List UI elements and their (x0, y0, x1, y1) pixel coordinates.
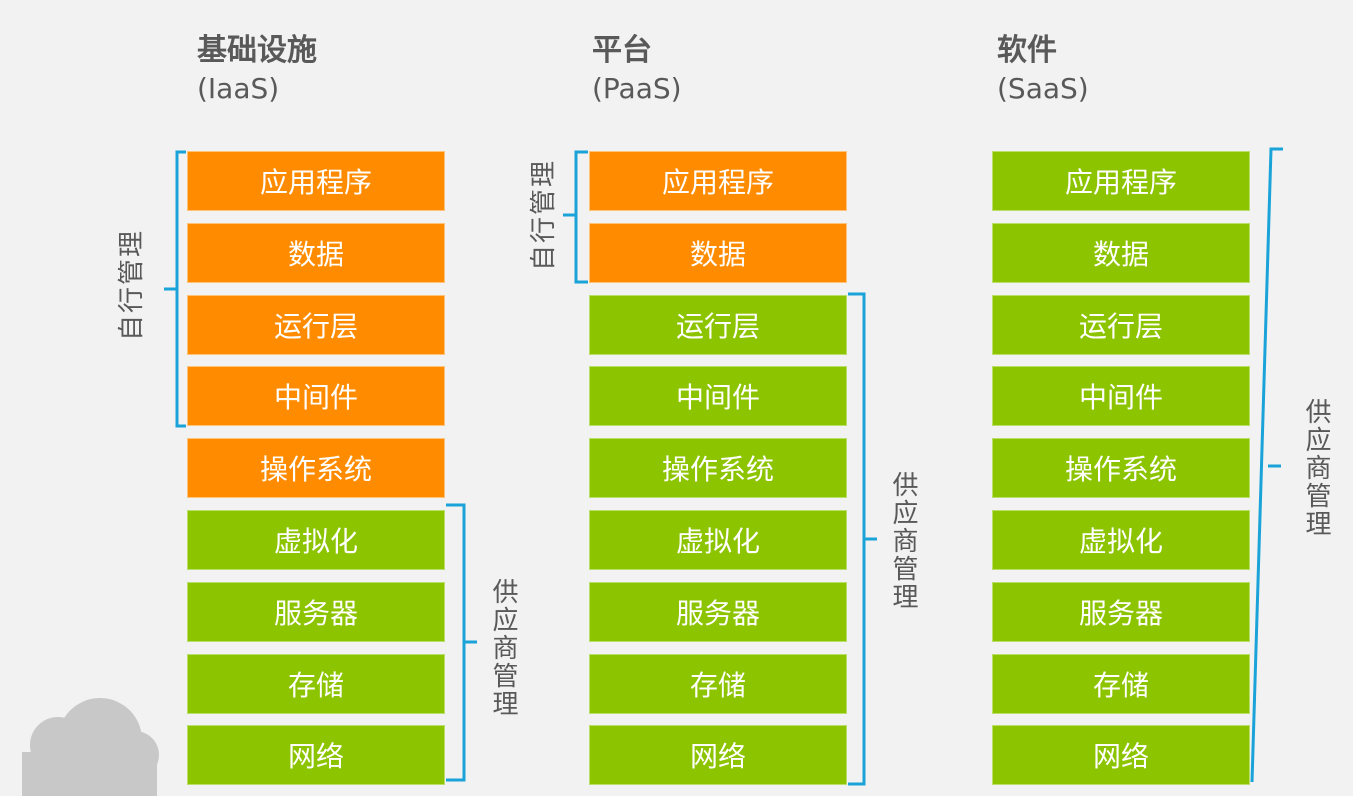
layer-block: 运行层 (187, 295, 445, 355)
layer-block: 虚拟化 (589, 510, 847, 570)
layer-block: 服务器 (992, 582, 1250, 642)
layer-block: 数据 (992, 223, 1250, 283)
layer-block: 数据 (187, 223, 445, 283)
layer-block: 网络 (187, 725, 445, 785)
iaas-vendor-label: 供应商管理 (488, 578, 518, 718)
layer-block: 应用程序 (992, 151, 1250, 211)
layer-block: 应用程序 (187, 151, 445, 211)
saas-vendor-label: 供应商管理 (1301, 398, 1331, 538)
saas-subtitle: (SaaS) (997, 72, 1089, 105)
iaas-subtitle: (IaaS) (197, 72, 280, 105)
layer-block: 运行层 (589, 295, 847, 355)
layer-block: 网络 (992, 725, 1250, 785)
layer-block: 虚拟化 (992, 510, 1250, 570)
layer-block: 存储 (187, 654, 445, 714)
paas-self-bracket (563, 150, 588, 284)
layer-block: 应用程序 (589, 151, 847, 211)
layer-block: 数据 (589, 223, 847, 283)
layer-block: 服务器 (187, 582, 445, 642)
layer-block: 存储 (992, 654, 1250, 714)
layer-block: 运行层 (992, 295, 1250, 355)
paas-vendor-label: 供应商管理 (888, 471, 918, 611)
cloud-icon (22, 698, 159, 796)
layer-block: 中间件 (187, 366, 445, 426)
saas-title: 软件 (997, 33, 1057, 68)
paas-self-label: 自行管理 (529, 159, 559, 272)
paas-title: 平台 (592, 33, 652, 68)
layer-block: 操作系统 (187, 438, 445, 498)
layer-block: 服务器 (589, 582, 847, 642)
layer-block: 网络 (589, 725, 847, 785)
layer-block: 存储 (589, 654, 847, 714)
layer-block: 操作系统 (992, 438, 1250, 498)
iaas-title: 基础设施 (197, 33, 317, 68)
layer-block: 中间件 (589, 366, 847, 426)
saas-vendor-bracket (1250, 147, 1283, 783)
iaas-self-label: 自行管理 (117, 229, 147, 342)
paas-subtitle: (PaaS) (592, 72, 682, 105)
paas-vendor-bracket (848, 292, 877, 786)
iaas-vendor-bracket (446, 503, 477, 782)
layer-block: 中间件 (992, 366, 1250, 426)
layer-block: 虚拟化 (187, 510, 445, 570)
layer-block: 操作系统 (589, 438, 847, 498)
iaas-self-bracket (164, 150, 186, 428)
